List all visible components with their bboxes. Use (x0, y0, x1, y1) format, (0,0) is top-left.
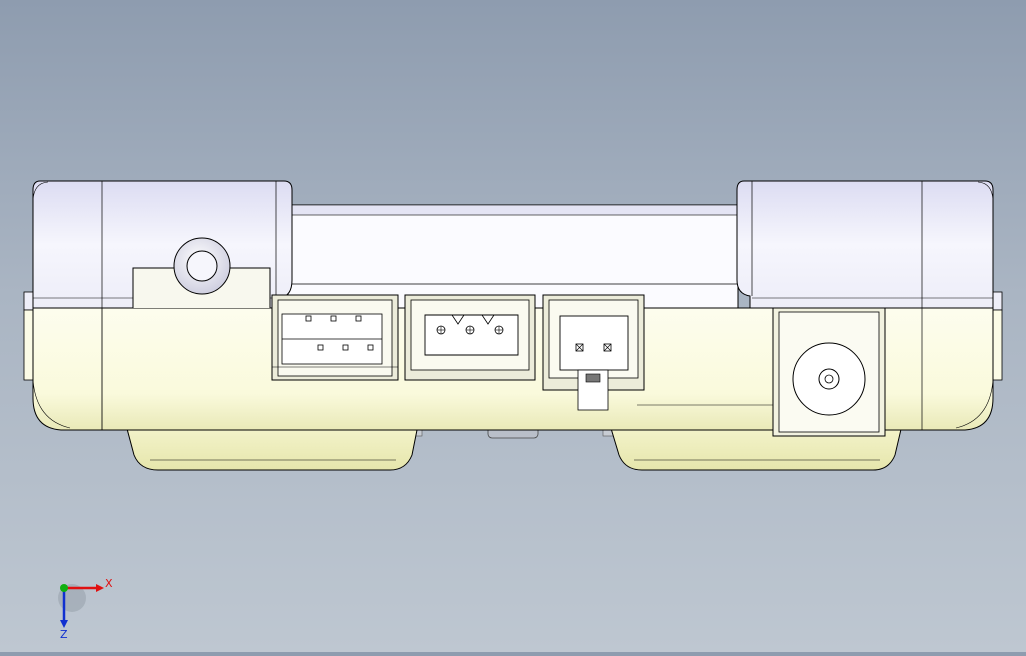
two-pin-header-icon[interactable] (542, 294, 645, 411)
usb-port-icon[interactable] (271, 294, 399, 381)
dc-barrel-jack-icon[interactable] (772, 307, 886, 437)
center-panel (287, 204, 739, 309)
upper-right-block (736, 180, 994, 309)
x-axis-label: X (105, 577, 113, 590)
knob-icon[interactable] (173, 237, 231, 295)
y-axis-dot (60, 584, 68, 592)
z-axis-label: Z (60, 628, 68, 640)
axis-triad: X Z (58, 577, 113, 640)
three-pin-header-icon[interactable] (404, 294, 536, 381)
